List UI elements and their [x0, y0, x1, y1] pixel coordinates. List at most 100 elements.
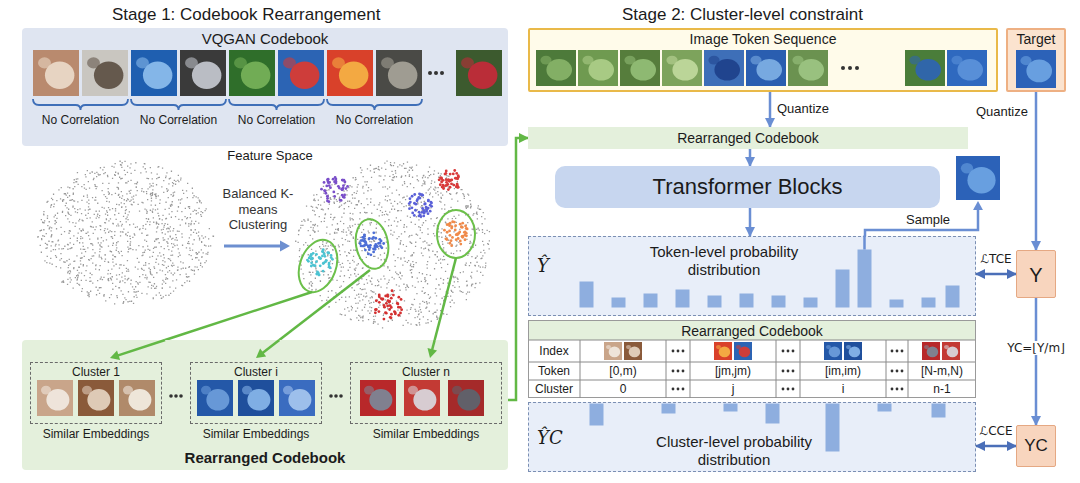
target-box: Target: [1006, 28, 1066, 92]
thumbnail-image: [746, 50, 786, 86]
brace: [33, 99, 128, 110]
thumbnail-image: [119, 380, 155, 416]
cluster-note: Similar Embeddings: [350, 427, 502, 441]
arrow-line: [115, 340, 165, 356]
ellipsis-dot: [682, 388, 685, 391]
cluster-name: Cluster n: [350, 365, 502, 379]
thumbnail-image: [942, 342, 960, 360]
table-rule: [776, 340, 777, 398]
probability-bar: [740, 294, 754, 308]
ellipsis-dot: [782, 388, 785, 391]
ellipsis-dot: [896, 388, 899, 391]
thumbnail-image: [360, 380, 396, 416]
thumbnail-image: [37, 380, 73, 416]
table-cell: Cluster: [528, 382, 580, 396]
stage-heading: Stage 2: Cluster-level constraint: [622, 5, 863, 25]
connector-arrow: [749, 149, 752, 166]
arrow-line: [435, 258, 456, 340]
table-cell: n-1: [908, 382, 976, 396]
thumbnail-image: [956, 156, 1000, 200]
table-header-band: [529, 321, 975, 340]
probability-bar: [766, 404, 780, 424]
probability-bar: [804, 298, 818, 308]
probability-bar: [932, 404, 946, 418]
table-cell: [im,im): [800, 364, 886, 378]
feature-space-plot: [37, 156, 1000, 340]
connector-arrow: [508, 138, 528, 400]
ellipsis-dot: [677, 350, 680, 353]
relation-note: No Correlation: [26, 113, 136, 127]
ellipsis-dot: [901, 388, 904, 391]
ellipsis-dot: [672, 370, 675, 373]
table-cell: [0,m): [580, 364, 666, 378]
stage-heading: Stage 1: Codebook Rearrangement: [112, 5, 380, 25]
ellipsis-dot: [339, 394, 343, 398]
edge-label: Quantize: [966, 104, 1028, 120]
table-cell: j: [690, 382, 776, 396]
scatter-cloud: [295, 160, 490, 328]
probability-bar: [724, 404, 738, 412]
arrow-line: [224, 245, 284, 248]
ellipsis-dot: [169, 394, 173, 398]
edge-label: Quantize: [777, 101, 829, 117]
table-rule: [886, 340, 887, 398]
thumbnail-image: [714, 342, 732, 360]
box-title: Target: [1008, 31, 1064, 48]
process-title: Transformer Blocks: [555, 174, 940, 200]
cluster-points: [359, 231, 385, 256]
codebook-panel: Rearranged CodebookCluster 1Similar Embe…: [22, 340, 508, 470]
arrow-head: [427, 348, 437, 358]
thumbnail-image: [788, 50, 828, 86]
thumbnail-image: [197, 380, 233, 416]
table-cell: [N-m,N): [908, 364, 976, 378]
step-label: Sample: [906, 212, 950, 228]
probability-bar: [580, 282, 594, 308]
ellipsis-dot: [787, 370, 790, 373]
ellipsis-dot: [682, 370, 685, 373]
arrow-line: [279, 270, 370, 340]
thumbnail-image: [922, 342, 940, 360]
connector-arrow: [1035, 298, 1038, 425]
thumbnail-image: [578, 50, 618, 86]
label-box: Y: [1016, 250, 1056, 298]
ellipsis-dot: [792, 350, 795, 353]
probability-bar: [676, 290, 690, 308]
thumbnail-image: [456, 50, 502, 96]
cluster-name: Cluster i: [190, 365, 322, 379]
thumbnail-image: [662, 50, 702, 86]
ellipsis-dot: [782, 350, 785, 353]
ellipsis-dot: [329, 394, 333, 398]
arrow-head: [256, 349, 266, 358]
probability-bar: [612, 298, 626, 308]
brace: [229, 99, 324, 110]
ellipsis-dot: [334, 394, 338, 398]
probability-bar: [922, 298, 936, 308]
thumbnail-image: [376, 50, 422, 96]
ellipsis-dot: [179, 394, 183, 398]
thumbnail-image: [404, 380, 440, 416]
thumbnail-image: [229, 50, 275, 96]
thumbnail-image: [734, 342, 752, 360]
ellipsis-dot: [787, 350, 790, 353]
cluster-highlight: [352, 217, 392, 272]
distribution-title: Token-level probability distribution: [619, 243, 829, 279]
arrow-line: [865, 206, 978, 237]
cluster-highlight: [292, 234, 344, 297]
cluster-highlight: [437, 210, 475, 258]
thumbnail-image: [824, 342, 842, 360]
table-cell: Index: [528, 344, 580, 358]
loss-label: ℒTCE: [980, 252, 1011, 266]
probability-bar: [878, 404, 892, 412]
thumbnail-image: [624, 342, 642, 360]
ellipsis-dot: [792, 370, 795, 373]
codebook-panel: VQGAN Codebook: [22, 28, 508, 146]
probability-bar: [946, 286, 960, 308]
connector-arrow: [976, 445, 1016, 448]
table-title: Rearranged Codebook: [529, 323, 975, 340]
ellipsis-dot: [848, 66, 852, 70]
probability-bar: [826, 404, 840, 452]
arrow-line: [863, 236, 866, 250]
math-symbol: Y: [1017, 263, 1055, 287]
thumbnail-image: [327, 50, 373, 96]
